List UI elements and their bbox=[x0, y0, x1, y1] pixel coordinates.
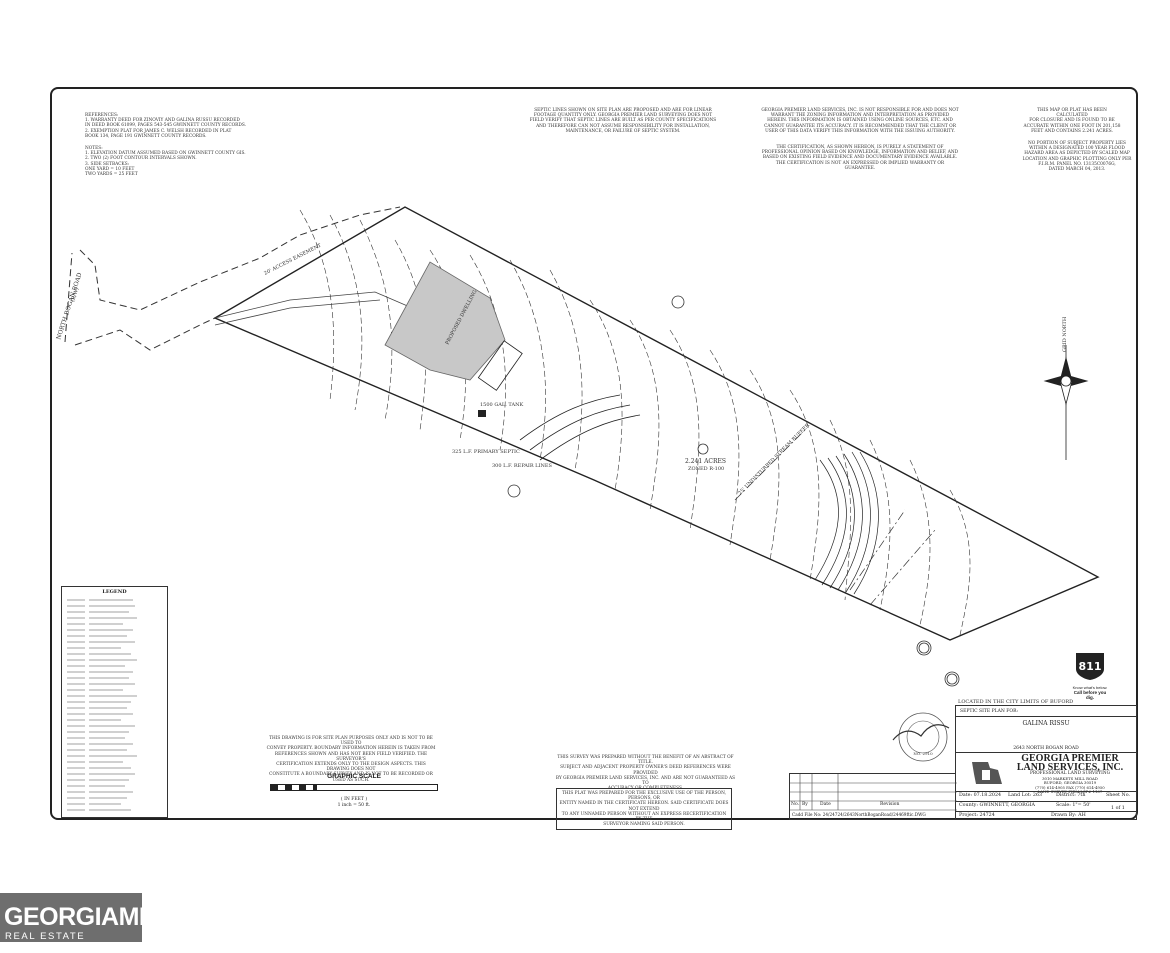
zoning-disclaimer-note: GEORGIA PREMIER LAND SERVICES, INC. IS N… bbox=[761, 108, 959, 134]
firm-subtitle: PROFESSIONAL LAND SURVEYING bbox=[1029, 771, 1111, 776]
date-value: 07.18.2024 bbox=[973, 793, 1002, 798]
drawing-purpose-note: THIS DRAWING IS FOR SITE PLAN PURPOSES O… bbox=[266, 736, 436, 783]
scale-label: Scale: bbox=[1056, 803, 1071, 808]
seal-number: NO. 2910 bbox=[913, 751, 933, 756]
district-label: District: bbox=[1056, 793, 1076, 798]
project-field: Project: 24724 bbox=[959, 813, 995, 818]
stream-buffer-label: 25' UNDISTURBED STREAM BUFFER bbox=[737, 422, 811, 496]
legend-box: LEGEND bbox=[61, 586, 168, 818]
graphic-scale-bar bbox=[270, 784, 438, 791]
sheet-no-label: Sheet No. bbox=[1106, 793, 1131, 798]
north-arrow-icon bbox=[1043, 345, 1089, 460]
date-label: Date: bbox=[959, 793, 973, 798]
rev-col-no: No. bbox=[791, 802, 799, 807]
firm-block: GEORGIA PREMIER LAND SERVICES, INC. PROF… bbox=[1010, 754, 1130, 795]
rev-col-date: Date bbox=[820, 802, 831, 807]
firm-name-line1: GEORGIA PREMIER bbox=[1021, 753, 1119, 764]
project-value: 24724 bbox=[979, 813, 995, 818]
exclusive-use-note: THIS PLAT WAS PREPARED FOR THE EXCLUSIVE… bbox=[556, 788, 732, 831]
site-markers bbox=[507, 295, 960, 687]
stream-buffer-lines bbox=[734, 429, 936, 606]
drawn-by-value: AH bbox=[1078, 813, 1086, 818]
rev-col-by: By bbox=[802, 802, 808, 807]
county-label: County: bbox=[959, 803, 978, 808]
watermark-brand: GEORGIAMLS bbox=[4, 903, 170, 931]
graphic-scale-ratio: 1 inch = 50 ft. bbox=[337, 803, 371, 808]
closure-area-note: THIS MAP OR PLAT HAS BEEN CALCULATED FOR… bbox=[1023, 108, 1121, 134]
graphic-scale: GRAPHIC SCALE ( IN FEET ) 1 inch = 50 ft… bbox=[270, 773, 438, 809]
city-limits-label: LOCATED IN THE CITY LIMITS OF BUFORD bbox=[958, 699, 1073, 705]
drawn-by-field: Drawn By: AH bbox=[1051, 813, 1086, 818]
surveyor-seal: NO. 2910 bbox=[891, 710, 951, 764]
district-value: 7th bbox=[1077, 793, 1086, 798]
land-lot-value: 263 bbox=[1032, 793, 1043, 798]
district-field: District: 7th bbox=[1056, 793, 1085, 798]
call-811-icon: 811 Know what's below. Call before you d… bbox=[1072, 651, 1108, 700]
repair-lines-label: 300 L.F. REPAIR LINES bbox=[492, 463, 552, 469]
rev-col-revision: Revision bbox=[880, 802, 900, 807]
acres-label: 2.241 ACRES bbox=[685, 458, 726, 465]
sheet-no-value: 1 of 1 bbox=[1111, 806, 1125, 811]
grid-north-label: GRID NORTH bbox=[1062, 316, 1068, 352]
revisions-grid bbox=[790, 774, 957, 811]
client-name: GALINA RISSU bbox=[1022, 720, 1070, 727]
georgia-mls-watermark: GEORGIAMLS REAL ESTATE SERVICES bbox=[0, 893, 170, 953]
graphic-scale-title: GRAPHIC SCALE bbox=[327, 773, 381, 780]
county-value: GWINNETT, GEORGIA bbox=[979, 803, 1035, 808]
primary-septic-label: 325 L.F. PRIMARY SEPTIC bbox=[452, 449, 520, 455]
contour-lines bbox=[299, 209, 971, 636]
project-label: Project: bbox=[959, 813, 978, 818]
septic-lines bbox=[519, 394, 641, 461]
cadd-file-number: Cadd File No: 24/24724/2643NorthBoganRoa… bbox=[792, 812, 926, 817]
scale-field: Scale: 1"= 50' bbox=[1056, 803, 1091, 808]
date-field: Date: 07.18.2024 bbox=[959, 793, 1001, 798]
county-field: County: GWINNETT, GEORGIA bbox=[959, 803, 1035, 808]
references-note: REFERENCES: 1. WARRANTY DEED FOR ZINOVIY… bbox=[85, 113, 246, 139]
septic-tank-marker bbox=[478, 410, 486, 417]
drawn-by-label: Drawn By: bbox=[1051, 813, 1077, 818]
legend-symbols bbox=[67, 599, 137, 811]
plat-sheet-border bbox=[50, 87, 1138, 820]
badge-811-line2: Call before you dig. bbox=[1073, 690, 1107, 700]
road-row-label: (R/W) bbox=[69, 287, 80, 303]
land-lot-label: Land Lot: bbox=[1008, 793, 1032, 798]
road-right-of-way bbox=[64, 206, 401, 351]
badge-811-number: 811 bbox=[1079, 660, 1102, 673]
title-block: SEPTIC SITE PLAN FOR: GALINA RISSU 2643 … bbox=[955, 705, 1137, 820]
flood-zone-note: NO PORTION OF SUBJECT PROPERTY LIES WITH… bbox=[1022, 141, 1132, 173]
steep-slope-contours bbox=[814, 451, 879, 595]
firm-name-line2: LAND SERVICES, INC. bbox=[1016, 762, 1124, 773]
graphic-scale-unit: ( IN FEET ) bbox=[340, 797, 368, 802]
septic-disclaimer-note: SEPTIC LINES SHOWN ON SITE PLAN ARE PROP… bbox=[529, 108, 717, 134]
revisions-table: No. By Date Revision Cadd File No: 24/24… bbox=[789, 773, 957, 820]
zoning-label: ZONED R-100 bbox=[688, 466, 724, 472]
legend-title: LEGEND bbox=[102, 589, 127, 595]
certification-note: THE CERTIFICATION, AS SHOWN HEREON, IS P… bbox=[761, 145, 959, 171]
plan-type-label: SEPTIC SITE PLAN FOR: bbox=[960, 709, 1018, 714]
land-lot-field: Land Lot: 263 bbox=[1008, 793, 1042, 798]
tank-label: 1500 GAL. TANK bbox=[480, 402, 523, 408]
signature-stroke bbox=[892, 724, 950, 741]
badge-811-line1: Know what's below. bbox=[1072, 685, 1108, 690]
property-boundary bbox=[213, 206, 1100, 641]
watermark-tagline: REAL ESTATE SERVICES bbox=[5, 931, 86, 953]
site-address: 2643 NORTH BOGAN ROAD bbox=[1013, 746, 1079, 751]
scale-value: 1"= 50' bbox=[1072, 803, 1091, 808]
general-notes: NOTES: 1. ELEVATION DATUM ASSUMED BASED … bbox=[85, 146, 246, 178]
georgia-state-logo-icon bbox=[972, 762, 1002, 784]
garage-outline bbox=[477, 340, 523, 391]
proposed-dwelling-footprint bbox=[384, 261, 506, 381]
